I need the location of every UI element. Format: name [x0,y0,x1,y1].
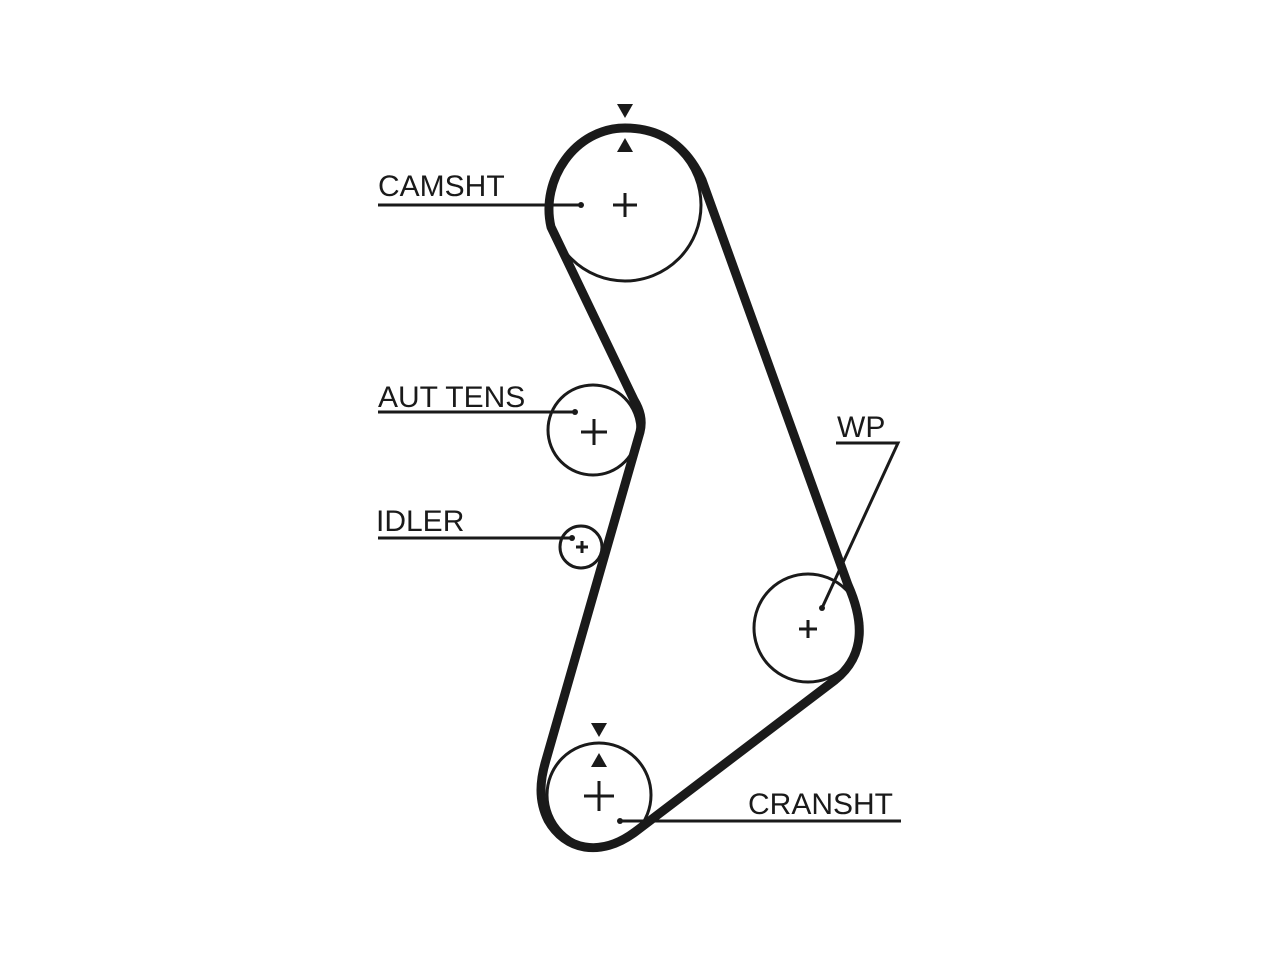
camshaft-leader-dot [578,202,584,208]
crankshaft-timing-mark-outer [591,723,607,737]
tensioner-label: AUT TENS [378,381,525,414]
water-pump-center-mark [799,620,817,638]
camshaft-timing-mark-outer [617,104,633,118]
idler-label: IDLER [376,505,464,538]
crankshaft-center-mark [584,781,614,811]
camshaft-center-mark [613,193,637,217]
crankshaft-leader-dot [617,818,623,824]
camshaft-timing-mark-inner [617,138,633,152]
camshaft-label: CAMSHT [378,170,505,203]
water-pump-leader-line [820,441,901,609]
idler-pulley [558,524,604,570]
idler-leader-dot [569,535,575,541]
timing-belt [536,123,864,853]
water-pump-leader-dot [819,605,825,611]
water-pump-label: WP [837,411,885,444]
crankshaft-timing-mark-inner [591,753,607,767]
tensioner-leader-dot [572,409,578,415]
tensioner-center-mark [581,419,607,445]
idler-center-mark [576,541,588,553]
crankshaft-label: CRANSHT [748,788,893,821]
